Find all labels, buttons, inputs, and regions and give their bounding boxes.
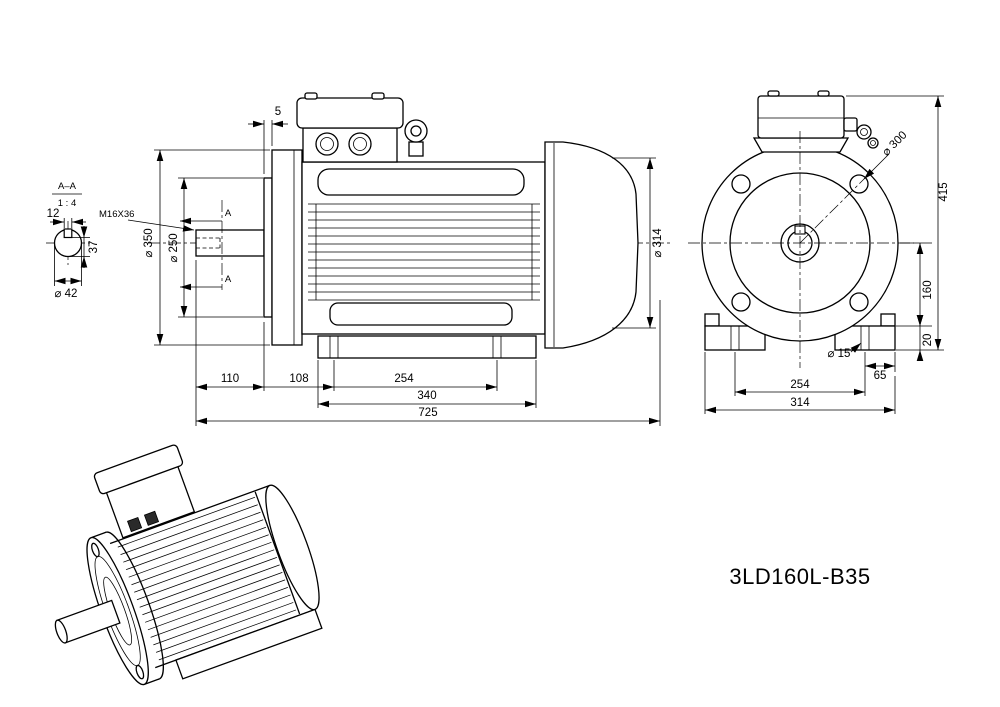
fan-cowl xyxy=(544,141,639,349)
dim-foot-thickness-label: 20 xyxy=(922,334,934,347)
iso-base-feet xyxy=(175,608,323,680)
terminal-box-front xyxy=(752,90,879,153)
section-scale-label: 1 : 4 xyxy=(58,198,77,209)
body-top-rib xyxy=(317,168,525,196)
shaft-section-view: A–A 1 : 4 xyxy=(46,181,90,265)
shaft-section-dimensions: 12 37 ⌀ 42 xyxy=(47,208,100,300)
shaft-keyway xyxy=(63,228,73,239)
dim-foot-spacing-side-label: 254 xyxy=(394,373,414,385)
dim-spigot-dia-label: ⌀ 250 xyxy=(168,233,180,262)
flange-bolt-holes xyxy=(731,174,869,312)
cooling-fins xyxy=(308,203,540,301)
dim-bolt-circle-label: ⌀ 300 xyxy=(880,129,909,158)
iso-bolt-hole xyxy=(135,664,145,680)
front-view xyxy=(688,90,914,368)
dim-key-width-label: 12 xyxy=(47,208,60,220)
section-marker-bottom: A xyxy=(225,274,232,285)
mounting-flange xyxy=(271,149,303,346)
iso-terminal-box xyxy=(93,444,196,539)
isometric-view xyxy=(54,444,323,686)
model-number-label: 3LD160L-B35 xyxy=(729,564,870,589)
lifting-eye xyxy=(404,119,428,157)
dim-foot-width-label: 314 xyxy=(790,397,810,409)
side-view: A A M16X36 xyxy=(99,92,672,359)
iso-cable-gland-icon xyxy=(127,516,143,533)
shaft-tapped-hole xyxy=(196,237,221,249)
dim-shaft-dia-label: ⌀ 42 xyxy=(55,288,78,300)
section-name-label: A–A xyxy=(58,181,77,192)
cable-gland-icon xyxy=(867,137,879,149)
iso-cable-gland-icon xyxy=(143,510,160,526)
iso-cooling-fins xyxy=(117,496,297,661)
body-bottom-rib xyxy=(329,302,513,326)
dim-spigot-protrusion-label: 5 xyxy=(275,106,281,118)
dim-foot-hole-to-edge-label: 65 xyxy=(874,370,887,382)
flange-spigot xyxy=(263,177,273,318)
thread-callout: M16X36 xyxy=(99,209,195,232)
dim-shaft-thread-label: M16X36 xyxy=(99,209,134,220)
dim-body-dia-label: ⌀ 314 xyxy=(652,228,664,258)
dim-total-height-label: 415 xyxy=(938,182,950,201)
section-marker-top: A xyxy=(225,208,232,219)
cable-gland-icon xyxy=(348,132,372,156)
dim-foot-length-label: 340 xyxy=(417,390,436,402)
dim-foot-hole-dia-label: ⌀ 15 xyxy=(828,348,851,360)
side-view-dimensions: 5 ⌀ 350 ⌀ 250 ⌀ 314 110 108 254 340 72 xyxy=(143,106,664,426)
cable-gland-icon xyxy=(856,124,872,140)
dim-flange-dia-label: ⌀ 350 xyxy=(143,228,155,257)
shaft-side xyxy=(195,229,265,257)
dim-key-height-label: 37 xyxy=(88,241,100,254)
cable-gland-icon xyxy=(315,132,339,156)
iso-bolt-hole xyxy=(91,542,100,558)
dim-shaft-length-label: 110 xyxy=(221,373,239,385)
dim-total-length-label: 725 xyxy=(418,407,437,419)
dim-flange-to-foot-label: 108 xyxy=(289,373,308,385)
dim-foot-spacing-front-label: 254 xyxy=(790,379,810,391)
dim-shaft-height-label: 160 xyxy=(922,280,934,299)
terminal-box-side xyxy=(296,92,404,163)
feet-side xyxy=(317,335,537,359)
